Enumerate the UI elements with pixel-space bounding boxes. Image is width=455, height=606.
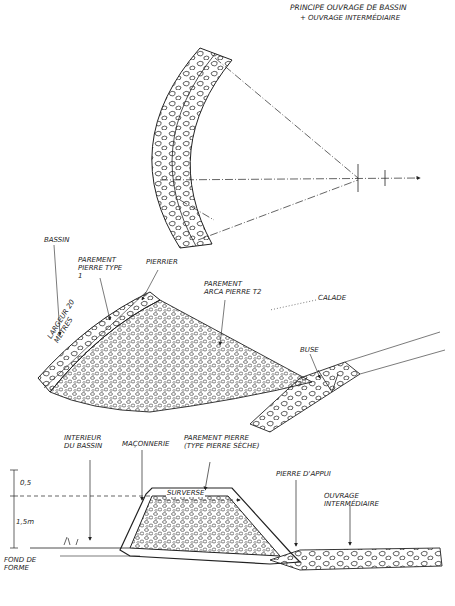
part-label: SURVERSE bbox=[166, 489, 205, 497]
part-label: PAREMENT PIERRE TYPE 1 bbox=[78, 256, 128, 280]
subtitle: + OUVRAGE INTERMÉDIAIRE bbox=[300, 14, 400, 22]
part-label: PAREMENT PIERRE (TYPE PIERRE SÈCHE) bbox=[184, 434, 266, 450]
part-label: OUVRAGE INTERMÉDIAIRE bbox=[324, 492, 404, 508]
part-label: PIERRE D'APPUI bbox=[276, 470, 331, 478]
title: PRINCIPE OUVRAGE DE BASSIN bbox=[290, 3, 407, 12]
dimension-label: 1,5m bbox=[16, 518, 34, 526]
part-label: INTERIEUR DU BASSIN bbox=[64, 434, 114, 450]
part-label: PAREMENT ARCA PIERRE T2 bbox=[204, 280, 262, 296]
part-label: BUSE bbox=[300, 346, 319, 354]
part-label: FOND DE FORME bbox=[4, 556, 40, 572]
dimension-label: 0,5 bbox=[20, 479, 31, 487]
part-label: CALADE bbox=[318, 294, 346, 302]
part-label: PIERRIER bbox=[146, 258, 178, 266]
part-label: MAÇONNERIE bbox=[122, 440, 169, 448]
part-label: BASSIN bbox=[44, 236, 70, 244]
